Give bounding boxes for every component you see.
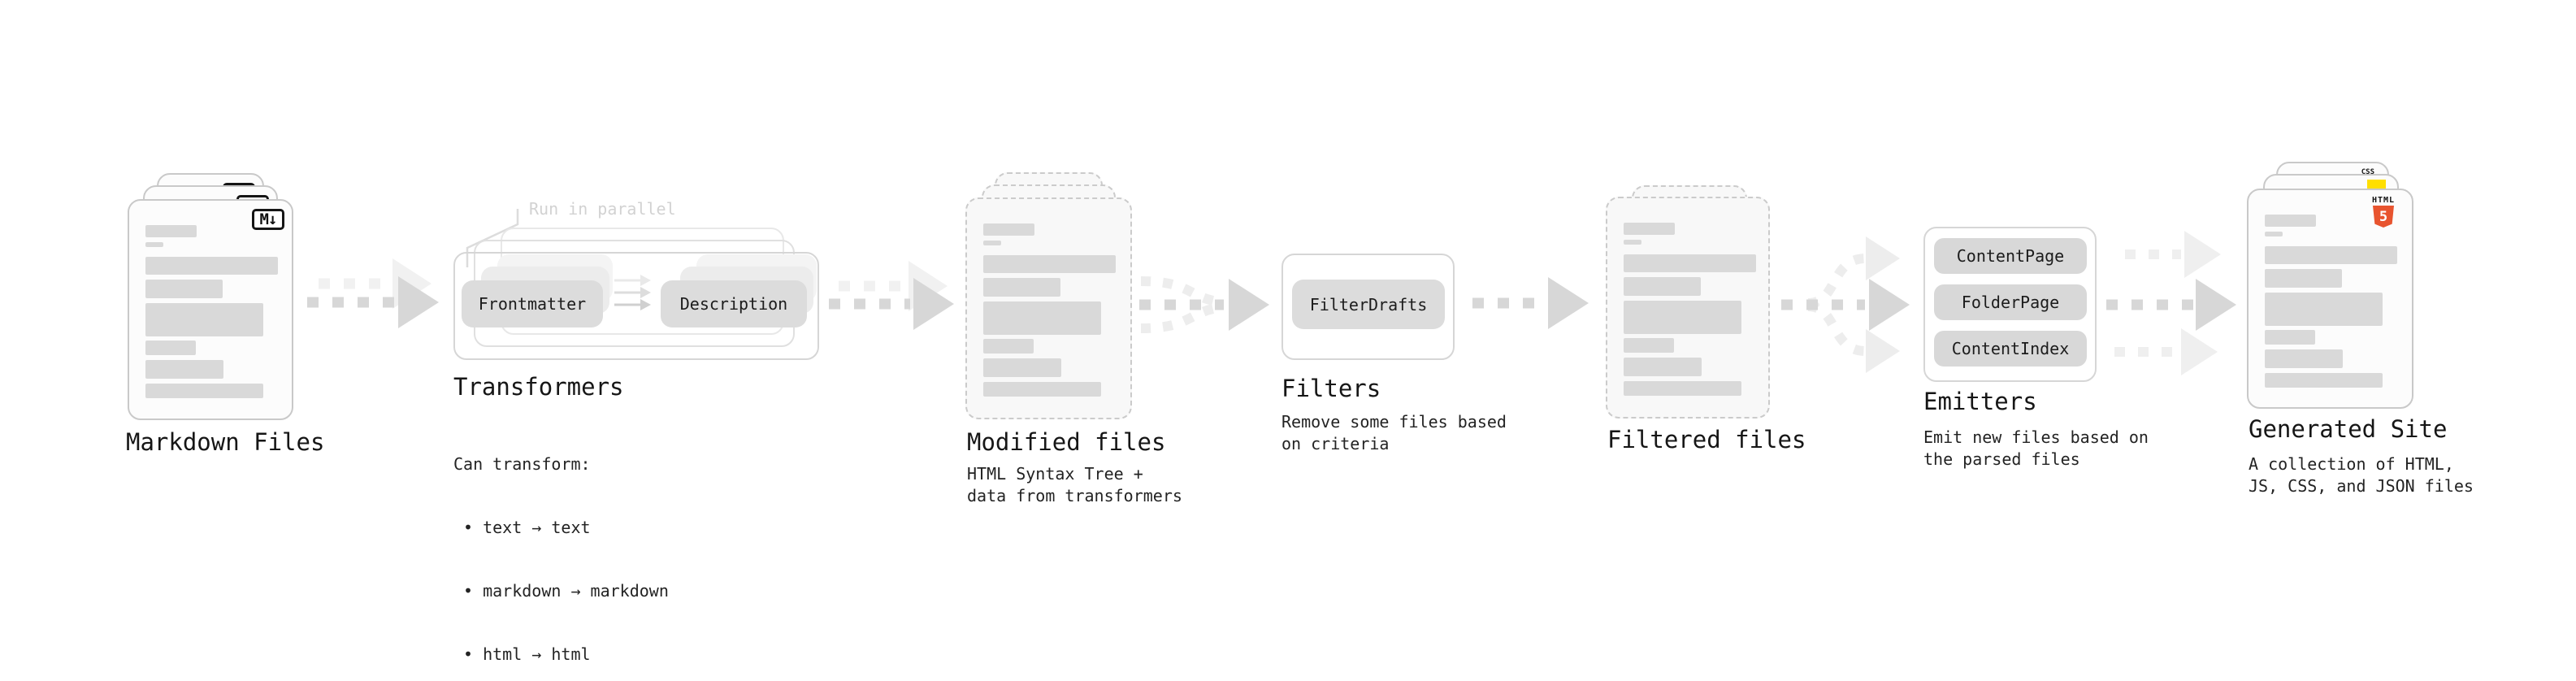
description-pill: Description [661, 280, 807, 327]
doc-bar [145, 257, 278, 275]
doc-content-placeholder [145, 225, 280, 398]
transformer-frame-front [453, 252, 819, 360]
doc-bar [1624, 301, 1741, 334]
stage-title-modified-files: Modified files [967, 428, 1166, 456]
doc-bar [983, 301, 1101, 335]
arrow-filters-to-filtered [1472, 277, 1589, 329]
capability-item: • html → html [463, 644, 591, 664]
stage-title-filtered-files: Filtered files [1607, 426, 1806, 453]
stage-title-generated-site: Generated Site [2249, 415, 2448, 443]
filterdrafts-pill: FilterDrafts [1292, 280, 1445, 329]
doc-bar [145, 225, 197, 237]
doc-bar [2265, 232, 2283, 236]
capability-item: • text → text [463, 518, 591, 537]
arrow-emitters-to-generated [2106, 231, 2236, 375]
stage-desc-modified-files: HTML Syntax Tree + data from transformer… [967, 464, 1182, 505]
description-pill-label: Description [679, 294, 788, 314]
doc-bar [2265, 330, 2315, 345]
doc-bar [983, 223, 1034, 236]
doc-bar [1624, 240, 1641, 245]
stage-title-transformers: Transformers [453, 373, 624, 401]
markdown-icon: M↓ [252, 209, 284, 230]
arrow-markdown-to-transformers [307, 258, 439, 328]
contentpage-pill-label: ContentPage [1956, 246, 2065, 266]
stage-title-emitters: Emitters [1923, 388, 2037, 415]
contentpage-pill: ContentPage [1934, 238, 2087, 274]
markdown-file-card-front: M↓ [128, 199, 293, 420]
doc-bar [2265, 293, 2383, 326]
doc-bar [145, 384, 263, 398]
doc-bar [983, 278, 1060, 297]
stage-title-markdown-files: Markdown Files [126, 428, 325, 456]
doc-bar [1624, 381, 1741, 396]
run-in-parallel-note: Run in parallel [529, 199, 676, 219]
doc-bar [145, 360, 223, 379]
doc-content-placeholder [1624, 223, 1757, 396]
modified-file-card-front [965, 197, 1132, 419]
doc-bar [983, 241, 1001, 245]
doc-bar [1624, 358, 1702, 376]
doc-bar [983, 339, 1034, 354]
filtered-file-card-front [1606, 197, 1770, 419]
doc-bar [145, 340, 196, 355]
javascript-icon [2367, 180, 2386, 189]
doc-bar [1624, 223, 1675, 235]
doc-bar [983, 382, 1101, 397]
arrow-filtered-to-emitters [1781, 236, 1910, 373]
folderpage-pill: FolderPage [1934, 284, 2087, 320]
doc-bar [2265, 215, 2316, 227]
folderpage-pill-label: FolderPage [1961, 293, 2060, 312]
stage-desc-filters: Remove some files based on criteria [1281, 412, 1507, 453]
doc-bar [145, 242, 163, 247]
arrow-modified-to-filters [1139, 276, 1269, 333]
doc-bar [145, 280, 223, 298]
doc-bar [145, 303, 263, 336]
stage-desc-generated-site: A collection of HTML, JS, CSS, and JSON … [2249, 454, 2474, 496]
filterdrafts-pill-label: FilterDrafts [1309, 294, 1428, 314]
html5-icon-number: 5 [2379, 208, 2388, 225]
doc-bar [983, 255, 1116, 273]
frontmatter-pill-label: Frontmatter [478, 294, 587, 314]
contentindex-pill-label: ContentIndex [1951, 339, 2070, 358]
stage-desc-emitters: Emit new files based on the parsed files [1923, 427, 2149, 469]
arrow-transformers-to-modified [829, 261, 954, 330]
doc-bar [2265, 349, 2343, 368]
doc-bar [1624, 254, 1756, 272]
doc-bar [983, 358, 1061, 377]
capability-item: • markdown → markdown [463, 581, 669, 601]
transformer-capabilities: Can transform: • text → text • markdown … [453, 411, 669, 681]
html5-shield: 5 [2373, 206, 2394, 228]
html5-icon: HTML 5 [2366, 196, 2401, 228]
doc-bar [2265, 373, 2383, 388]
markdown-icon-glyph: M↓ [259, 210, 278, 228]
frontmatter-pill: Frontmatter [462, 280, 603, 327]
contentindex-pill: ContentIndex [1934, 331, 2087, 367]
doc-bar [2265, 246, 2397, 264]
doc-content-placeholder [2265, 215, 2400, 388]
html5-icon-label: HTML [2371, 196, 2396, 205]
doc-content-placeholder [983, 223, 1119, 397]
generated-site-card-front: HTML 5 [2247, 189, 2413, 409]
doc-bar [1624, 338, 1674, 353]
stage-title-filters: Filters [1281, 375, 1381, 402]
doc-bar [2265, 269, 2342, 288]
doc-bar [1624, 277, 1701, 296]
capabilities-heading: Can transform: [453, 454, 591, 474]
